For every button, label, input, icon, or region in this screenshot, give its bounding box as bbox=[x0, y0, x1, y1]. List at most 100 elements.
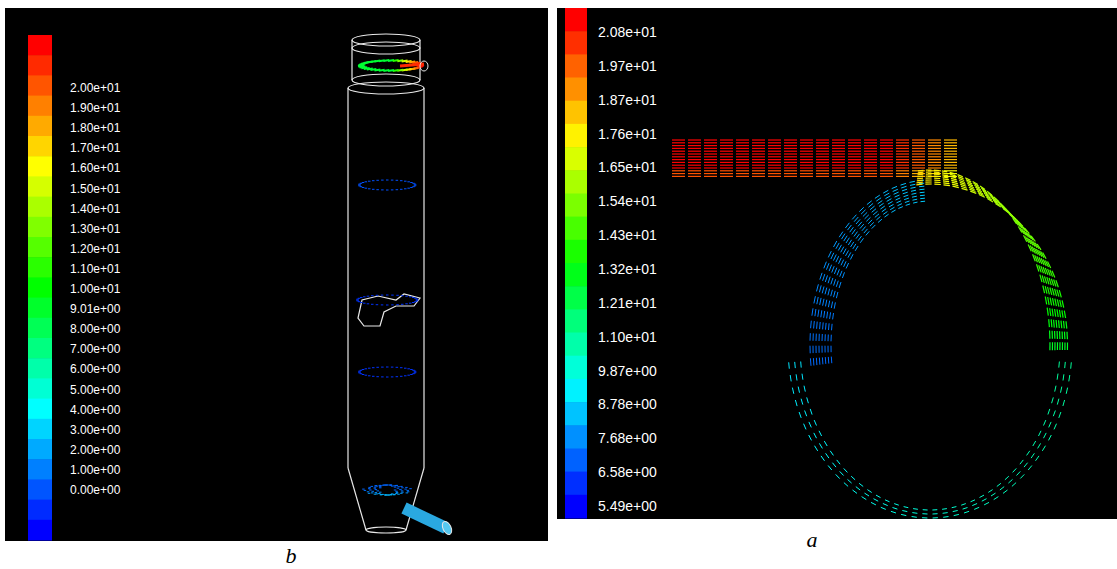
vector-mark bbox=[688, 151, 701, 152]
vector-mark bbox=[925, 181, 931, 182]
vector-mark bbox=[880, 167, 893, 168]
vector-mark bbox=[934, 172, 940, 174]
vector-mark bbox=[926, 169, 932, 170]
vector-mark bbox=[979, 195, 985, 198]
vector-mark bbox=[736, 165, 749, 166]
vector-mark bbox=[688, 165, 701, 166]
vector-mark bbox=[1048, 261, 1051, 268]
color-bar-step bbox=[565, 31, 587, 55]
vector-mark bbox=[768, 156, 781, 157]
vector-mark bbox=[848, 165, 861, 166]
color-bar-step bbox=[565, 425, 587, 449]
vector-mark bbox=[816, 334, 817, 341]
vector-mark bbox=[814, 296, 816, 303]
vector-mark bbox=[876, 495, 881, 498]
vector-mark bbox=[896, 145, 909, 146]
vector-mark bbox=[1062, 342, 1063, 350]
vector-mark bbox=[1043, 286, 1045, 294]
vector-mark bbox=[923, 509, 928, 510]
vector-mark bbox=[752, 162, 765, 163]
vector-mark bbox=[1065, 321, 1067, 328]
vector-mark bbox=[784, 167, 797, 168]
vector-mark bbox=[358, 298, 361, 299]
vector-mark bbox=[372, 367, 375, 368]
scale-value: 1.30e+01 bbox=[70, 223, 120, 235]
vector-mark bbox=[800, 362, 802, 368]
vector-mark bbox=[943, 512, 948, 514]
vector-mark bbox=[880, 142, 893, 143]
vector-mark bbox=[836, 256, 839, 262]
vector-mark bbox=[819, 334, 820, 341]
vector-mark bbox=[800, 142, 813, 143]
vector-mark bbox=[800, 139, 813, 140]
vector-mark bbox=[814, 433, 817, 438]
vector-mark bbox=[768, 145, 781, 146]
vector-mark bbox=[800, 145, 813, 146]
vector-mark bbox=[396, 189, 399, 190]
vector-mark bbox=[800, 153, 813, 154]
scale-value: 1.00e+00 bbox=[70, 464, 120, 476]
vector-mark bbox=[372, 180, 375, 181]
vector-mark bbox=[816, 153, 829, 154]
color-bar-step bbox=[28, 257, 52, 278]
vector-mark bbox=[1066, 332, 1068, 339]
vector-mark bbox=[1054, 424, 1057, 430]
vector-mark bbox=[1055, 299, 1057, 307]
vector-mark bbox=[414, 372, 417, 373]
vector-mark bbox=[1048, 319, 1050, 327]
vector-mark bbox=[896, 167, 909, 168]
vector-mark bbox=[672, 165, 685, 166]
vector-mark bbox=[809, 435, 812, 440]
vector-mark bbox=[832, 167, 845, 168]
vector-mark bbox=[987, 199, 993, 202]
vector-mark bbox=[386, 367, 389, 368]
vector-mark bbox=[831, 290, 833, 296]
vector-mark bbox=[672, 153, 685, 154]
vector-mark bbox=[356, 300, 359, 301]
vector-mark bbox=[1056, 331, 1058, 339]
color-bar-step bbox=[28, 96, 52, 117]
vector-mark bbox=[831, 335, 832, 342]
vector-mark bbox=[848, 167, 861, 168]
vector-mark bbox=[368, 368, 371, 369]
vector-mark bbox=[917, 176, 923, 178]
vector-mark bbox=[704, 139, 717, 140]
vector-mark bbox=[848, 156, 861, 157]
vector-mark bbox=[919, 186, 924, 188]
vector-mark bbox=[880, 139, 893, 140]
vector-mark bbox=[834, 268, 836, 274]
vector-mark bbox=[720, 162, 733, 163]
scale-value: 6.58e+00 bbox=[598, 465, 657, 479]
vector-mark bbox=[809, 422, 811, 428]
vector-mark bbox=[371, 304, 374, 305]
vector-mark bbox=[371, 492, 374, 493]
color-bar-step bbox=[28, 419, 52, 440]
vector-mark bbox=[1060, 321, 1062, 329]
vector-mark bbox=[736, 173, 749, 174]
vector-mark bbox=[1051, 319, 1053, 327]
vector-mark bbox=[375, 485, 378, 486]
vector-mark bbox=[870, 206, 875, 210]
vector-mark bbox=[820, 273, 822, 280]
vector-mark bbox=[358, 372, 361, 373]
vector-mark bbox=[839, 282, 841, 288]
vector-mark bbox=[854, 217, 858, 222]
vector-mark bbox=[880, 153, 893, 154]
vector-mark bbox=[364, 490, 367, 491]
vector-mark bbox=[396, 492, 399, 493]
vector-mark bbox=[360, 297, 363, 298]
vector-mark bbox=[832, 151, 845, 152]
vector-mark bbox=[944, 148, 957, 149]
vector-mark bbox=[838, 245, 841, 251]
scale-value: 1.87e+01 bbox=[598, 93, 657, 107]
vector-mark bbox=[928, 167, 941, 168]
vector-mark bbox=[752, 156, 765, 157]
vector-mark bbox=[800, 162, 813, 163]
vector-mark bbox=[365, 375, 368, 376]
vector-mark bbox=[752, 173, 765, 174]
vector-mark bbox=[848, 142, 861, 143]
vector-mark bbox=[896, 156, 909, 157]
scale-value: 2.08e+01 bbox=[598, 25, 657, 39]
vector-mark bbox=[944, 151, 957, 152]
vector-mark bbox=[396, 180, 399, 181]
